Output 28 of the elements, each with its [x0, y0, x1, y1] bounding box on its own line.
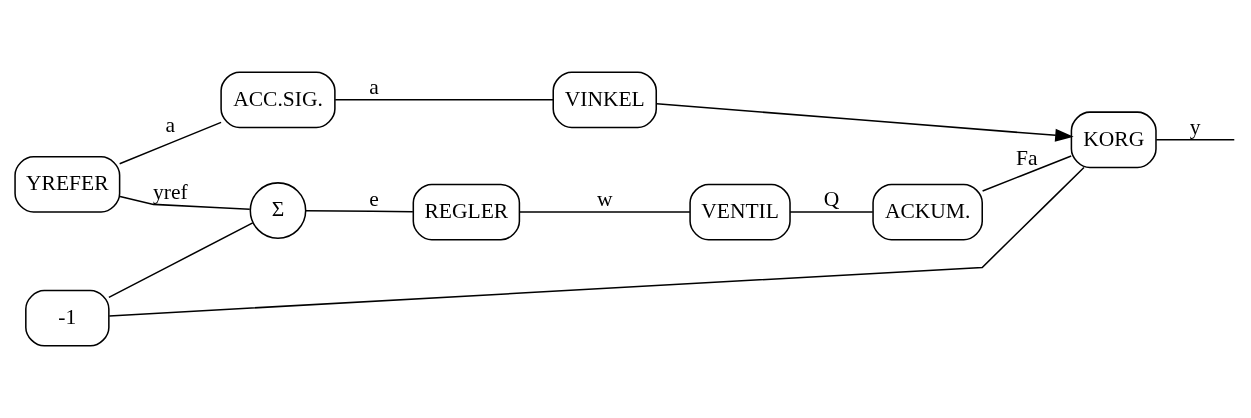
connector — [334, 99, 554, 101]
connector — [108, 166, 1085, 317]
connector — [789, 211, 874, 213]
arrow — [655, 103, 1074, 142]
node-box: -1 — [25, 289, 110, 347]
edge-label: y — [1189, 114, 1201, 139]
edge-label: a — [369, 74, 379, 99]
connector — [119, 195, 251, 210]
edge-label: e — [369, 187, 379, 212]
connector — [1155, 139, 1236, 141]
node-box: REGLER — [412, 183, 521, 241]
edge-label: a — [165, 113, 176, 138]
node-box: YREFER — [14, 155, 121, 213]
connector — [981, 155, 1072, 192]
edge-label: Q — [823, 187, 840, 212]
node-box: ACC.SIG. — [220, 71, 336, 129]
connector — [108, 222, 254, 299]
connector — [518, 211, 691, 213]
node-box: ACKUM. — [872, 183, 983, 241]
node-box: KORG — [1070, 111, 1157, 169]
edge-label: w — [596, 187, 613, 212]
node-box: VINKEL — [552, 71, 657, 129]
node-circle: Σ — [249, 182, 307, 239]
connector — [118, 121, 222, 165]
edge-label: yref — [153, 179, 188, 204]
connector — [304, 210, 414, 213]
edge-label: Fa — [1016, 145, 1038, 170]
node-box: VENTIL — [689, 183, 791, 241]
